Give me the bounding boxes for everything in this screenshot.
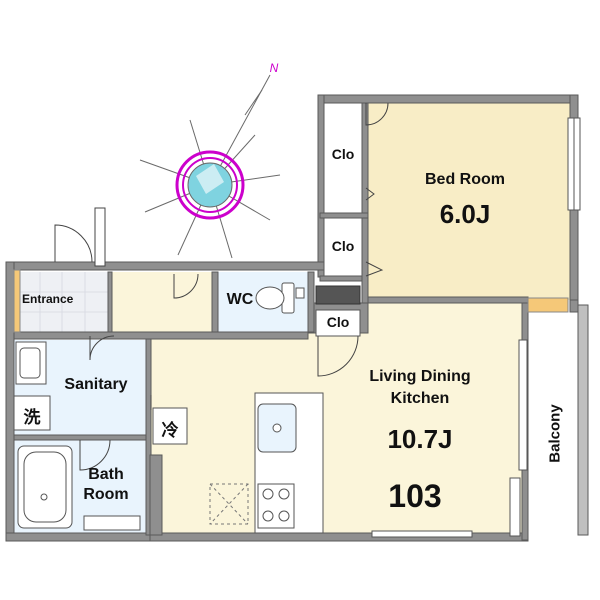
wc-label: WC [226, 291, 254, 308]
closet-middle-label: Clo [331, 238, 355, 254]
closet-small-box [315, 309, 361, 337]
closet-small-label: Clo [326, 314, 350, 330]
partition [149, 454, 163, 536]
compass-icon [139, 74, 281, 259]
washer-symbol: 洗 [23, 408, 41, 428]
north-label: N [270, 61, 279, 75]
entrance-floor [18, 272, 108, 332]
toilet-icon [255, 282, 305, 314]
living-south-window [371, 530, 473, 538]
vanity-icon [15, 341, 47, 385]
closet-top-floor [324, 103, 362, 213]
bedroom-window [567, 117, 581, 211]
bathtub-icon [17, 445, 141, 531]
living-size: 10.7J [387, 424, 453, 454]
bath-label-line1: Bath [88, 466, 124, 483]
doors [54, 102, 389, 471]
balcony-window [509, 339, 528, 537]
unit-number: 103 [388, 478, 442, 514]
dark-panel [315, 285, 361, 305]
living-name-line2: Kitchen [390, 390, 450, 407]
ac-unit [527, 297, 569, 313]
living-floor [150, 303, 522, 533]
entrance-label: Entrance [22, 292, 74, 306]
appliance-space [209, 483, 249, 525]
shoe-cabinet [13, 269, 21, 333]
closet-mid-floor [324, 218, 362, 276]
closet-top-label: Clo [331, 146, 355, 162]
bath-label-line2: Room [83, 486, 129, 503]
entrance-tiles [18, 272, 108, 332]
fridge-symbol: 冷 [161, 421, 179, 441]
balcony-label: Balcony [546, 404, 564, 463]
living-name-line1: Living Dining [369, 368, 471, 385]
sanitary-label: Sanitary [64, 376, 128, 393]
bedroom-name: Bed Room [425, 171, 505, 188]
washer-box [13, 395, 51, 431]
fridge-box [152, 407, 188, 445]
bedroom-floor [365, 103, 570, 300]
bedroom-size: 6.0J [439, 199, 491, 229]
kitchen-counter [254, 392, 324, 534]
